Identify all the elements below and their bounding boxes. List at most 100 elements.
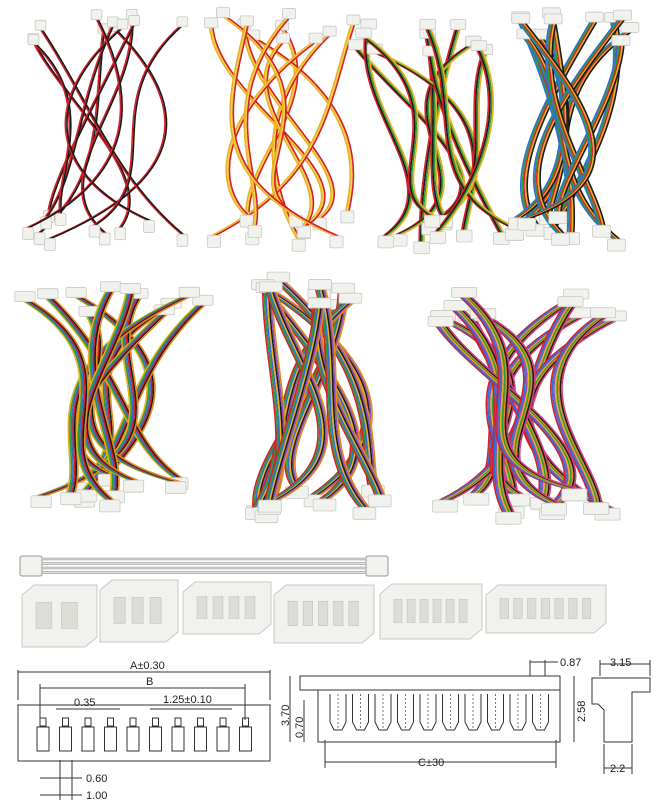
- dim-22-label: 2.2: [610, 763, 625, 775]
- connector-plug: [419, 18, 436, 30]
- connector-plug: [606, 238, 626, 252]
- connector-plug: [291, 238, 306, 252]
- cable-bundles: [14, 7, 640, 525]
- connector-plug: [99, 499, 121, 513]
- cable: [258, 297, 332, 513]
- cable: [27, 34, 72, 226]
- dim-370-label: 3.70: [280, 705, 292, 726]
- dim-070-label: 0.70: [294, 717, 306, 738]
- connector-plug: [611, 35, 631, 46]
- flat-cable-sample: [19, 555, 389, 577]
- bundle-3pin: [204, 7, 361, 252]
- connector-plug: [548, 211, 568, 225]
- connector-plug: [340, 210, 355, 224]
- connector-plug: [206, 234, 221, 248]
- connector-plug: [54, 213, 67, 226]
- connector-plug: [14, 291, 36, 303]
- connector-plug: [360, 18, 377, 30]
- connector-housing: [99, 579, 179, 643]
- connector-plug: [429, 231, 447, 245]
- cable: [64, 18, 155, 233]
- connector-plug: [100, 281, 122, 293]
- connector-plug: [312, 498, 337, 512]
- bundle-6pin: [14, 281, 214, 513]
- cable: [14, 291, 121, 513]
- bundle-5pin: [504, 7, 640, 252]
- connector-housing: [182, 581, 272, 635]
- cable: [511, 12, 597, 231]
- dim-035-label: 0.35: [74, 697, 95, 709]
- cable: [550, 307, 617, 515]
- cable: [271, 25, 337, 252]
- connector-housing: [21, 584, 98, 648]
- connector-plug: [22, 227, 34, 241]
- connector-plug: [165, 481, 187, 494]
- cable: [216, 7, 303, 228]
- cable: [355, 27, 441, 228]
- cable: [37, 288, 189, 491]
- cable: [34, 19, 189, 247]
- connector-plug: [178, 286, 200, 298]
- connector-plug: [423, 214, 441, 228]
- connector-plug: [37, 288, 59, 300]
- connector-plug: [258, 281, 283, 293]
- cable: [60, 286, 200, 506]
- connector-plug: [463, 492, 490, 506]
- cable: [243, 8, 297, 238]
- connector-housing: [273, 584, 375, 644]
- cable: [263, 32, 315, 239]
- connector-plug: [176, 233, 189, 247]
- connector-plug: [456, 229, 473, 243]
- bundle-2pin: [22, 8, 189, 251]
- connector-plug: [583, 502, 610, 515]
- dim-c-label: C±30: [418, 757, 444, 769]
- connector-plug: [470, 40, 488, 51]
- bundle-8pin: [427, 286, 627, 525]
- connector-plug: [60, 492, 82, 506]
- connector-plug: [204, 17, 219, 29]
- connector-plug: [239, 15, 254, 27]
- cable: [360, 18, 414, 249]
- connector-plug: [308, 32, 323, 44]
- cable: [81, 8, 138, 246]
- connector-plug: [216, 7, 231, 19]
- connector-plug: [192, 294, 214, 306]
- dim-a-label: A±0.30: [130, 660, 165, 672]
- connector-plug: [322, 25, 337, 37]
- dim-087-label: 0.87: [560, 657, 581, 669]
- connector-plug: [348, 39, 365, 51]
- connector-plug: [247, 224, 262, 238]
- connector-plug: [116, 18, 129, 30]
- connector-plug: [338, 292, 363, 304]
- cable: [429, 40, 494, 245]
- connector-plug: [367, 494, 392, 508]
- connector-plug: [307, 297, 332, 309]
- top-view-drawing: [17, 670, 271, 800]
- connector-plug: [308, 279, 332, 290]
- connector-plug: [585, 11, 605, 23]
- bundle-7pin: [245, 271, 392, 524]
- connector-plug: [355, 27, 372, 39]
- connector-plug: [65, 287, 87, 298]
- connector-plug: [377, 235, 394, 249]
- connector-plug: [613, 9, 632, 21]
- dim-060-label: 0.60: [86, 773, 107, 785]
- connector-plug: [114, 227, 127, 241]
- cable: [451, 286, 588, 502]
- side-view-drawing: [289, 660, 575, 768]
- connector-plug: [282, 8, 297, 19]
- connector-plug: [541, 502, 568, 516]
- connector-plug: [590, 307, 617, 319]
- strip-connector-right: [365, 555, 389, 577]
- connector-housing: [379, 583, 483, 640]
- connector-plug: [90, 9, 103, 21]
- cable: [229, 15, 344, 249]
- connector-plug: [329, 235, 344, 249]
- connector-housing: [485, 584, 607, 634]
- connector-plug: [561, 488, 588, 502]
- connector-plug: [511, 12, 531, 24]
- connector-plug: [331, 282, 356, 294]
- connector-plug: [432, 499, 459, 513]
- connector-plug: [30, 495, 52, 509]
